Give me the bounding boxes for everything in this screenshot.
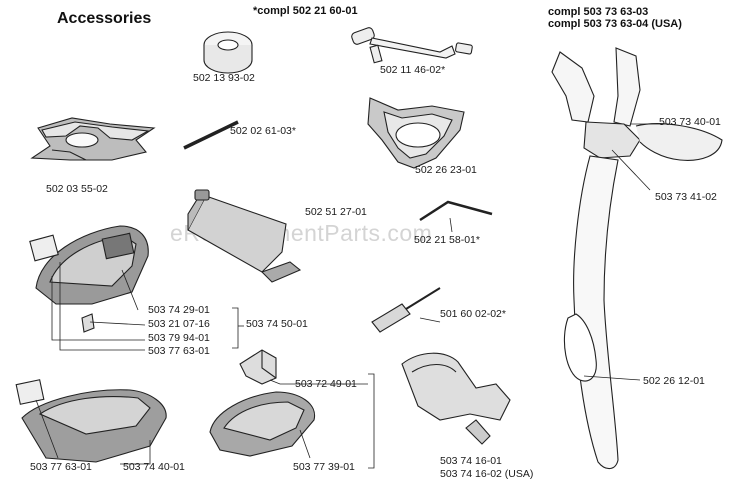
blade-guard-part	[209, 391, 316, 457]
part-label-502-13-93-02: 502 13 93-02	[193, 72, 255, 84]
part-label-501-60-02-02: 501 60 02-02*	[440, 308, 506, 320]
leader-lines	[35, 123, 665, 469]
part-label-503-74-16-02: 503 74 16-02 (USA)	[440, 468, 534, 480]
blade-head-part	[30, 117, 156, 161]
part-label-503-74-50-01: 503 74 50-01	[246, 318, 308, 330]
grease-tube-part	[187, 189, 302, 283]
kit-header-compl-a: *compl 502 21 60-01	[253, 5, 358, 17]
part-label-503-74-40-01: 503 74 40-01	[123, 461, 185, 473]
part-label-502-11-46-02: 502 11 46-02*	[380, 64, 446, 76]
kit-header-compl-b: compl 503 73 63-03	[548, 6, 649, 18]
part-label-503-74-29-01: 503 74 29-01	[148, 304, 210, 316]
trimmer-guard-part	[29, 225, 149, 333]
part-label-503-77-63-01-lower: 503 77 63-01	[30, 461, 92, 473]
blade-guard-plate-part	[367, 97, 465, 169]
part-label-502-26-12-01: 502 26 12-01	[643, 375, 705, 387]
part-label-503-79-94-01: 503 79 94-01	[148, 332, 210, 344]
part-label-503-73-41-02: 503 73 41-02	[655, 191, 717, 203]
part-label-502-51-27-01: 502 51 27-01	[305, 206, 367, 218]
screwdriver-part	[371, 287, 441, 333]
part-label-503-73-40-01: 503 73 40-01	[659, 116, 721, 128]
tape-roll-part	[203, 31, 253, 74]
mounting-bracket-part	[239, 349, 277, 385]
part-label-503-21-07-16: 503 21 07-16	[148, 318, 210, 330]
part-label-502-21-58-01: 502 21 58-01*	[414, 234, 480, 246]
part-label-502-03-55-02: 502 03 55-02	[46, 183, 108, 195]
hip-pad-part	[401, 352, 511, 445]
grass-guard-part	[15, 379, 167, 463]
part-label-502-02-61-03: 502 02 61-03*	[230, 125, 296, 137]
pin-part	[183, 120, 239, 150]
part-label-503-77-63-01: 503 77 63-01	[148, 345, 210, 357]
socket-wrench-part	[351, 27, 473, 64]
page-title: Accessories	[57, 10, 152, 27]
part-label-503-72-49-01: 503 72 49-01	[295, 378, 357, 390]
part-label-502-26-23-01: 502 26 23-01	[415, 164, 477, 176]
hex-key-part	[419, 200, 493, 222]
part-label-503-77-39-01: 503 77 39-01	[293, 461, 355, 473]
part-label-503-74-16-01: 503 74 16-01	[440, 455, 502, 467]
harness-part	[551, 47, 723, 470]
kit-header-compl-c: compl 503 73 63-04 (USA)	[548, 18, 682, 30]
